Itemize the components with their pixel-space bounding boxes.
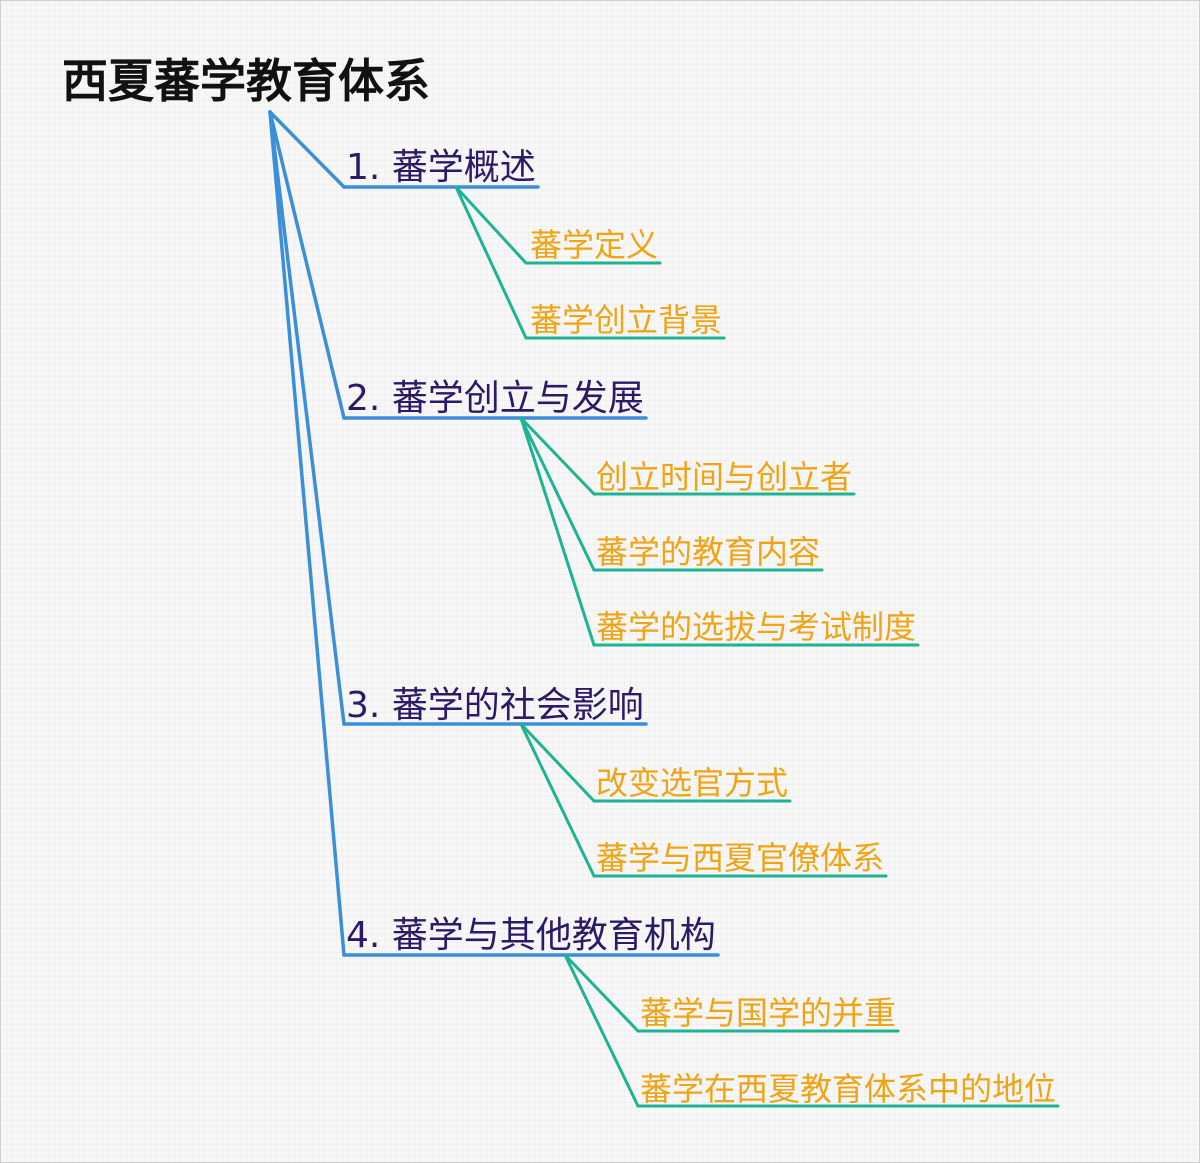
child-connector-line bbox=[519, 416, 596, 647]
subtopic-label: 改变选官方式 bbox=[596, 764, 789, 802]
root-connector-line bbox=[268, 110, 346, 189]
branch-topic-label: 2. 蕃学创立与发展 bbox=[346, 378, 644, 419]
root-connector-line bbox=[268, 110, 346, 726]
branch-topic-label: 1. 蕃学概述 bbox=[346, 147, 536, 188]
subtopic-label: 蕃学定义 bbox=[530, 226, 659, 264]
branch-topic-label: 4. 蕃学与其他教育机构 bbox=[346, 915, 716, 956]
child-connector-line bbox=[454, 185, 528, 265]
subtopic-2-2[interactable]: 蕃学的教育内容 bbox=[596, 536, 820, 568]
subtopic-1-1[interactable]: 蕃学定义 bbox=[530, 229, 658, 261]
child-connector-line bbox=[519, 722, 596, 878]
branch-topic-3[interactable]: 3. 蕃学的社会影响 bbox=[346, 688, 644, 724]
branch-topic-1[interactable]: 1. 蕃学概述 bbox=[346, 150, 536, 186]
subtopic-label: 蕃学创立背景 bbox=[530, 301, 723, 339]
root-connector-line bbox=[268, 110, 346, 420]
subtopic-2-1[interactable]: 创立时间与创立者 bbox=[596, 461, 852, 493]
subtopic-label: 蕃学与国学的并重 bbox=[640, 994, 897, 1032]
subtopic-3-1[interactable]: 改变选官方式 bbox=[596, 767, 788, 799]
branch-topic-4[interactable]: 4. 蕃学与其他教育机构 bbox=[346, 918, 716, 954]
subtopic-1-2[interactable]: 蕃学创立背景 bbox=[530, 304, 722, 336]
branch-topic-2[interactable]: 2. 蕃学创立与发展 bbox=[346, 381, 644, 417]
child-connector-line bbox=[519, 416, 596, 572]
subtopic-3-2[interactable]: 蕃学与西夏官僚体系 bbox=[596, 842, 884, 874]
subtopic-label: 蕃学与西夏官僚体系 bbox=[596, 839, 885, 877]
root-topic-label: 西夏蕃学教育体系 bbox=[62, 54, 430, 108]
child-connector-line bbox=[519, 416, 596, 496]
subtopic-label: 蕃学的选拔与考试制度 bbox=[596, 608, 917, 646]
subtopic-label: 蕃学的教育内容 bbox=[596, 533, 821, 571]
subtopic-4-2[interactable]: 蕃学在西夏教育体系中的地位 bbox=[640, 1073, 1056, 1105]
child-connector-line bbox=[563, 953, 640, 1033]
branch-topic-label: 3. 蕃学的社会影响 bbox=[346, 685, 644, 726]
child-connector-line bbox=[563, 953, 640, 1108]
subtopic-label: 蕃学在西夏教育体系中的地位 bbox=[640, 1070, 1057, 1108]
subtopic-label: 创立时间与创立者 bbox=[596, 458, 853, 496]
subtopic-2-3[interactable]: 蕃学的选拔与考试制度 bbox=[596, 611, 916, 643]
subtopic-4-1[interactable]: 蕃学与国学的并重 bbox=[640, 997, 896, 1029]
child-connector-line bbox=[454, 185, 528, 340]
root-topic[interactable]: 西夏蕃学教育体系 bbox=[62, 58, 430, 104]
child-connector-line bbox=[519, 722, 596, 803]
root-connector-line bbox=[268, 110, 346, 957]
